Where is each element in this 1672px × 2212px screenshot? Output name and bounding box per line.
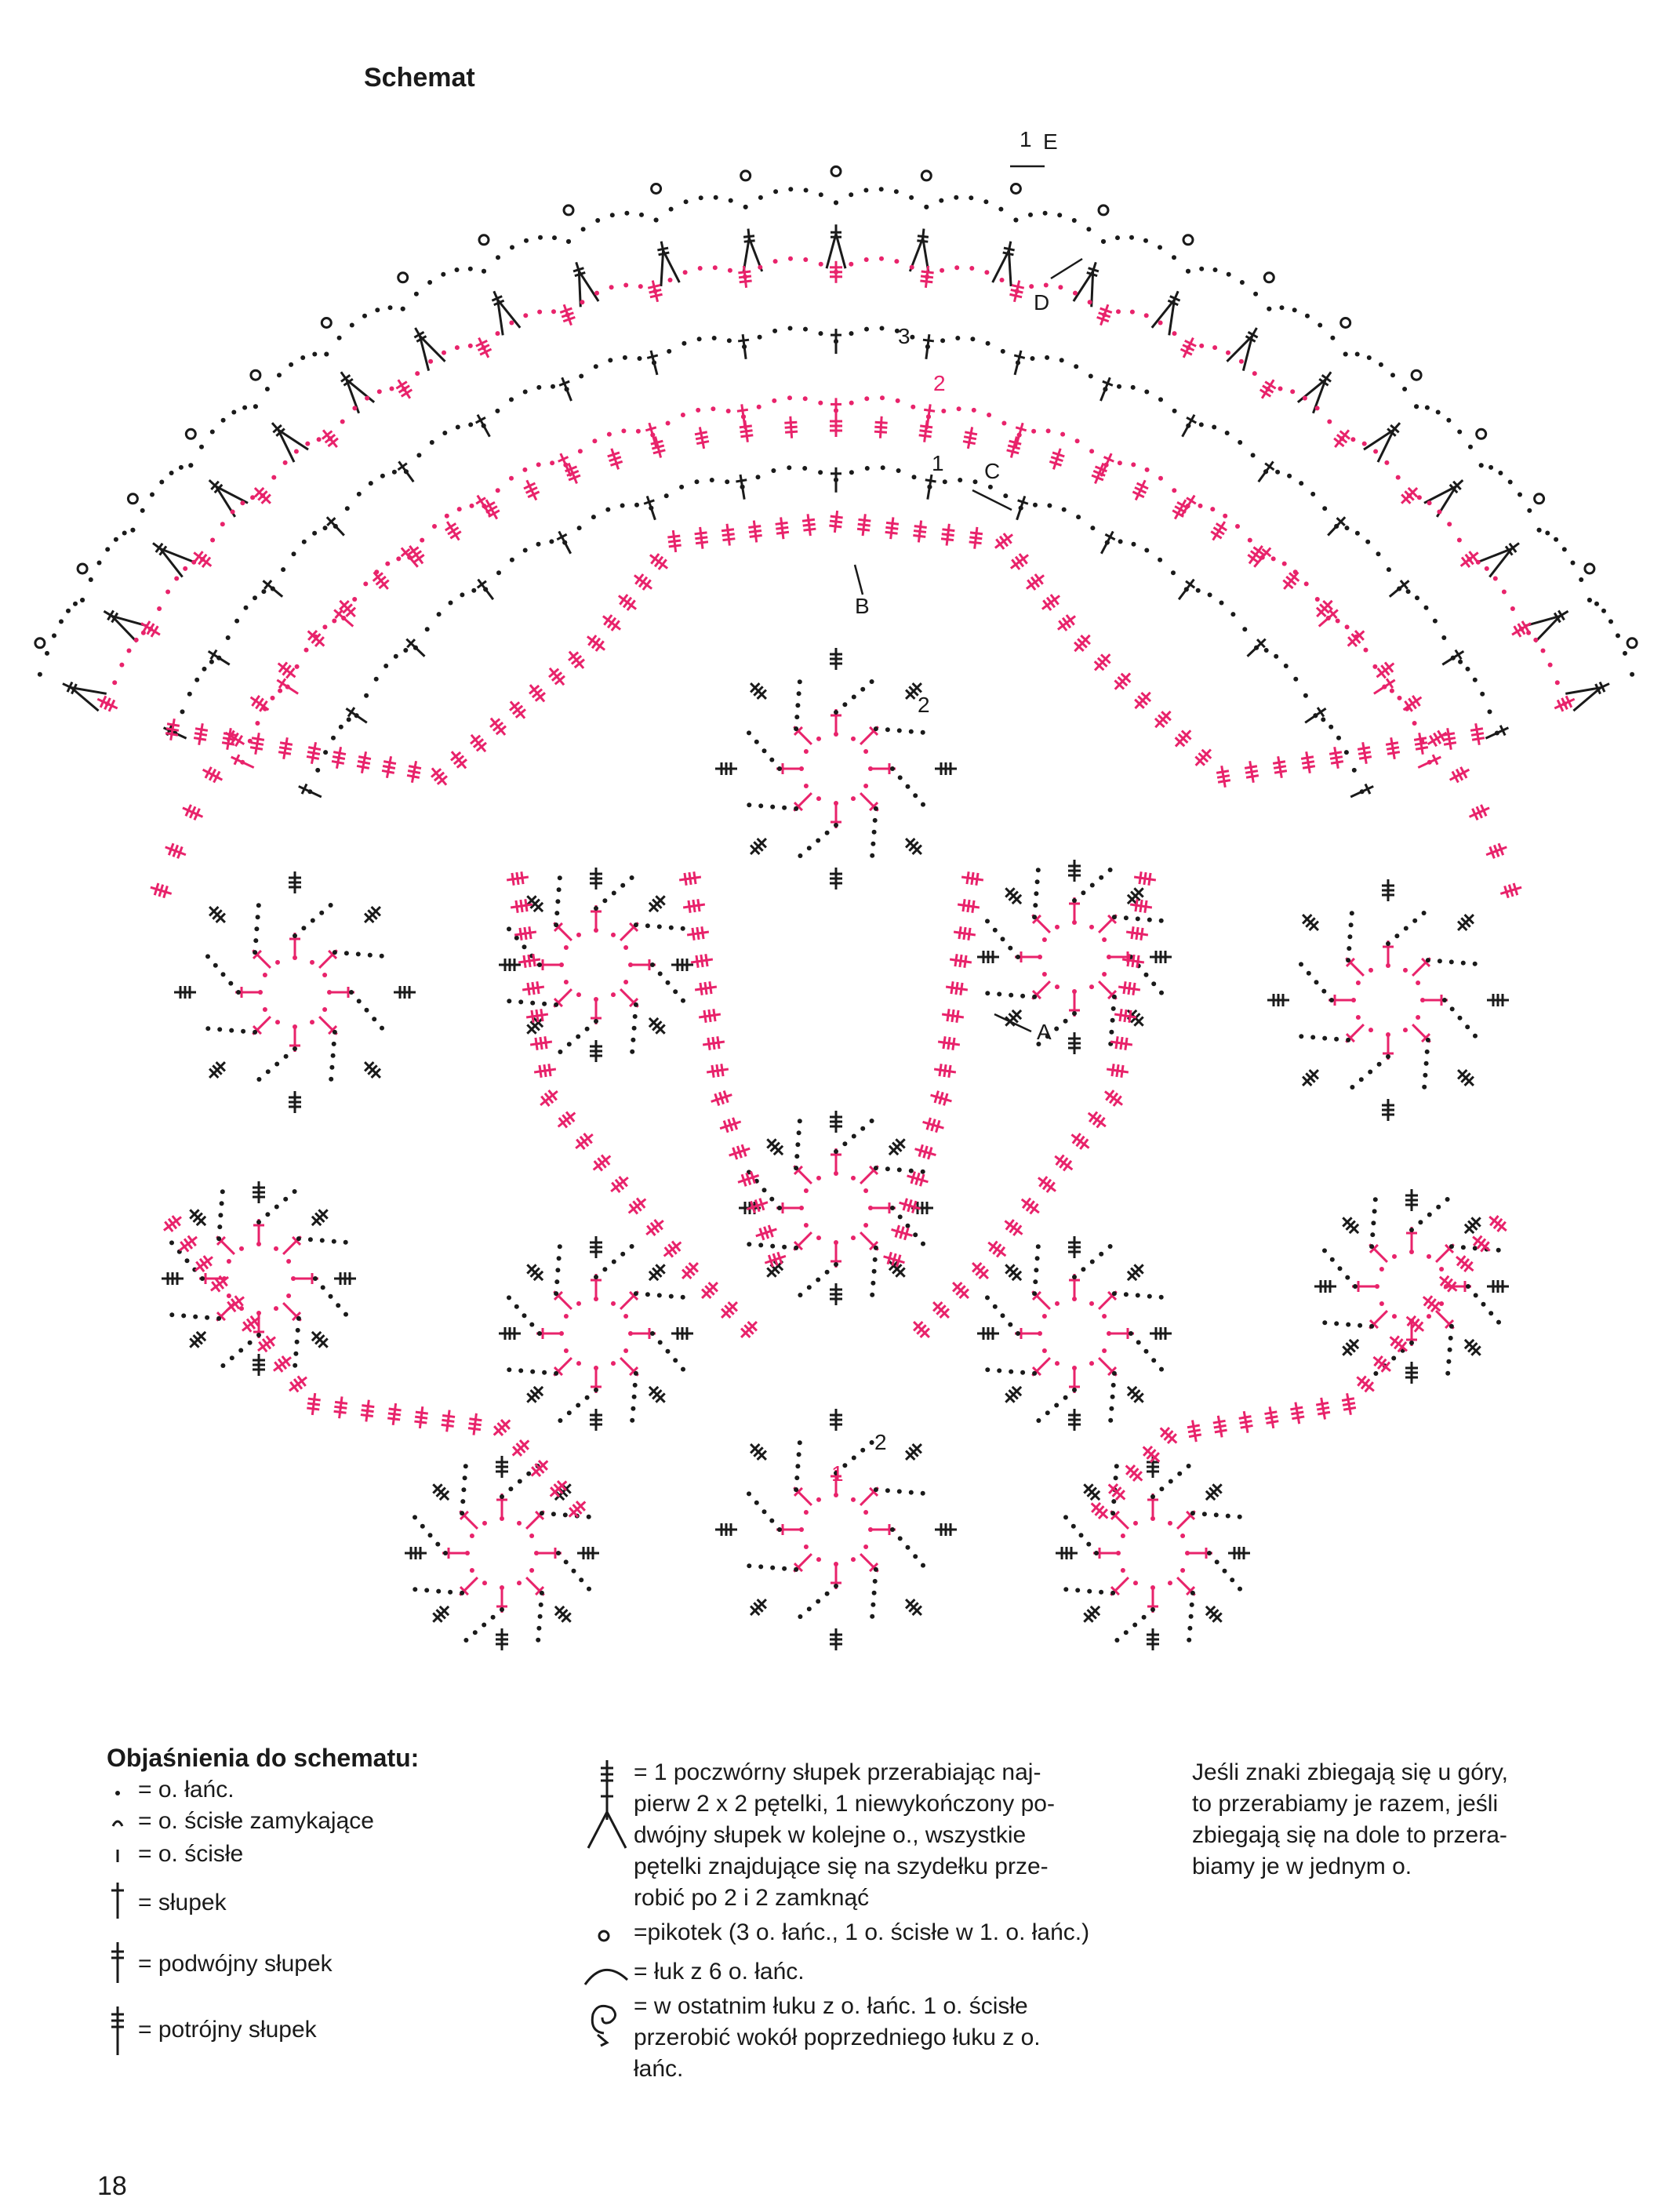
legend-text: = o. ścisłe [138, 1841, 244, 1867]
diagram-title: Schemat [364, 63, 475, 93]
page-number: 18 [97, 2171, 127, 2201]
legend-item: = łuk z 6 o. łańc. [583, 1956, 1148, 1988]
legend-line: =pikotek (3 o. łańc., 1 o. ścisłe w 1. o… [634, 1919, 1090, 1945]
flower-motif [976, 858, 1173, 1056]
label-center-bottom-2: 2 [874, 1430, 887, 1454]
picot-icon [598, 1930, 610, 1942]
label-round-2: 2 [933, 371, 946, 395]
triple-treble-icon [111, 2006, 124, 2055]
legend-text: = podwójny słupek [138, 1951, 333, 1977]
legend-line: pętelki znajdujące się na szydełku prze- [634, 1854, 1049, 1879]
label-center-bottom-1: 1 [831, 1461, 844, 1486]
legend-item: = potrójny słupek [107, 2003, 514, 2066]
flower-motif [714, 646, 958, 891]
arrow-A [994, 1013, 1032, 1033]
flower-motif [497, 1235, 695, 1432]
legend-line: = w ostatnim łuku z o. łańc. 1 o. ścisłe [634, 1993, 1028, 2019]
arc-icon [583, 1968, 629, 1985]
legend-line: pierw 2 x 2 pętelki, 1 niewykończony po- [634, 1791, 1055, 1817]
double-crochet-icon [111, 1883, 124, 1919]
legend-line: dwójny słupek w kolejne o., wszystkie [634, 1822, 1027, 1848]
label-center-top-2: 2 [918, 693, 930, 717]
legend-item: =pikotek (3 o. łańc., 1 o. ścisłe w 1. o… [583, 1917, 1148, 1948]
flower-motif [1266, 878, 1510, 1122]
crochet-chart: 1 E D 3 2 1 C B 2 A 2 1 [34, 127, 1638, 1652]
legend-right-note: Jeśli znaki zbiegają się u góry, to prze… [1192, 1757, 1600, 1883]
quad-treble-cluster-icon [587, 1760, 627, 1849]
note-line: zbiegają się na dole to przera- [1192, 1822, 1507, 1848]
arrow-markers [853, 165, 1083, 1033]
note-line: to przerabiamy je razem, jeśli [1192, 1791, 1499, 1817]
legend-text: = o. ścisłe zamykające [138, 1808, 374, 1834]
arrow-B [853, 564, 864, 595]
note-line: biamy je w jednym o. [1192, 1854, 1412, 1879]
closing-slip-icon [111, 1820, 124, 1827]
legend-line: = 1 poczwórny słupek przerabiając naj- [634, 1759, 1041, 1785]
arrow-C [972, 489, 1012, 511]
legend-text-block: = łuk z 6 o. łańc. [583, 1956, 1148, 1988]
legend-text: = potrójny słupek [138, 2017, 317, 2043]
legend-line: robić po 2 i 2 zamknąć [634, 1885, 870, 1911]
label-B: B [855, 594, 870, 618]
legend-text-block: = 1 poczwórny słupek przerabiając naj- p… [583, 1757, 1148, 1914]
legend-text: = słupek [138, 1890, 227, 1915]
dot-chain-icon [115, 1791, 120, 1795]
spiral-icon [591, 2004, 616, 2047]
outer-fan-rows [34, 165, 1638, 803]
legend-item: = o. ścisłe zamykające [107, 1806, 514, 1839]
flower-motif [737, 1109, 935, 1307]
label-E: E [1043, 129, 1058, 154]
legend-text-block: =pikotek (3 o. łańc., 1 o. ścisłe w 1. o… [583, 1917, 1148, 1948]
flower-motif [403, 1454, 601, 1652]
label-A: A [1037, 1020, 1052, 1044]
legend-item: = o. ścisłe [107, 1839, 514, 1878]
arrow-D [1050, 257, 1083, 280]
diagram-labels: 1 E D 3 2 1 C B 2 A 2 1 [831, 127, 1058, 1486]
flower-motif [976, 1235, 1173, 1432]
legend-line: łańc. [634, 2056, 684, 2082]
legend-item: = słupek [107, 1878, 514, 1939]
flower-motif [497, 866, 695, 1064]
label-round-3: 3 [898, 324, 911, 348]
flower-motif [714, 1407, 958, 1652]
label-round-1: 1 [932, 451, 944, 475]
legend-line: przerobić wokół poprzedniego łuku z o. [634, 2025, 1041, 2050]
legend-item: = podwójny słupek [107, 1939, 514, 2003]
legend-item: = 1 poczwórny słupek przerabiając naj- p… [583, 1757, 1148, 1914]
flower-motif [160, 1180, 358, 1377]
legend-item: = w ostatnim łuku z o. łańc. 1 o. ścisłe… [583, 1991, 1148, 2085]
label-D: D [1034, 290, 1049, 315]
legend-line: = łuk z 6 o. łańc. [634, 1959, 805, 1985]
slip-stitch-icon [116, 1850, 119, 1862]
legend-middle: = 1 poczwórny słupek przerabiając naj- p… [583, 1757, 1148, 2085]
flower-motif [1054, 1454, 1252, 1652]
label-round-1-top: 1 [1020, 127, 1032, 151]
note-line: Jeśli znaki zbiegają się u góry, [1192, 1759, 1508, 1785]
legend-item: = o. łańc. [107, 1774, 514, 1806]
legend-title: Objaśnienia do schematu: [107, 1744, 420, 1772]
treble-icon [111, 1942, 124, 1983]
legend-text-block: = w ostatnim łuku z o. łańc. 1 o. ścisłe… [583, 1991, 1148, 2085]
legend-left: = o. łańc. = o. ścisłe zamykające = o. ś… [107, 1774, 514, 2066]
flower-motif [1313, 1188, 1510, 1385]
flower-motif [173, 870, 417, 1115]
legend-text: = o. łańc. [138, 1777, 234, 1803]
label-C: C [984, 459, 1000, 483]
